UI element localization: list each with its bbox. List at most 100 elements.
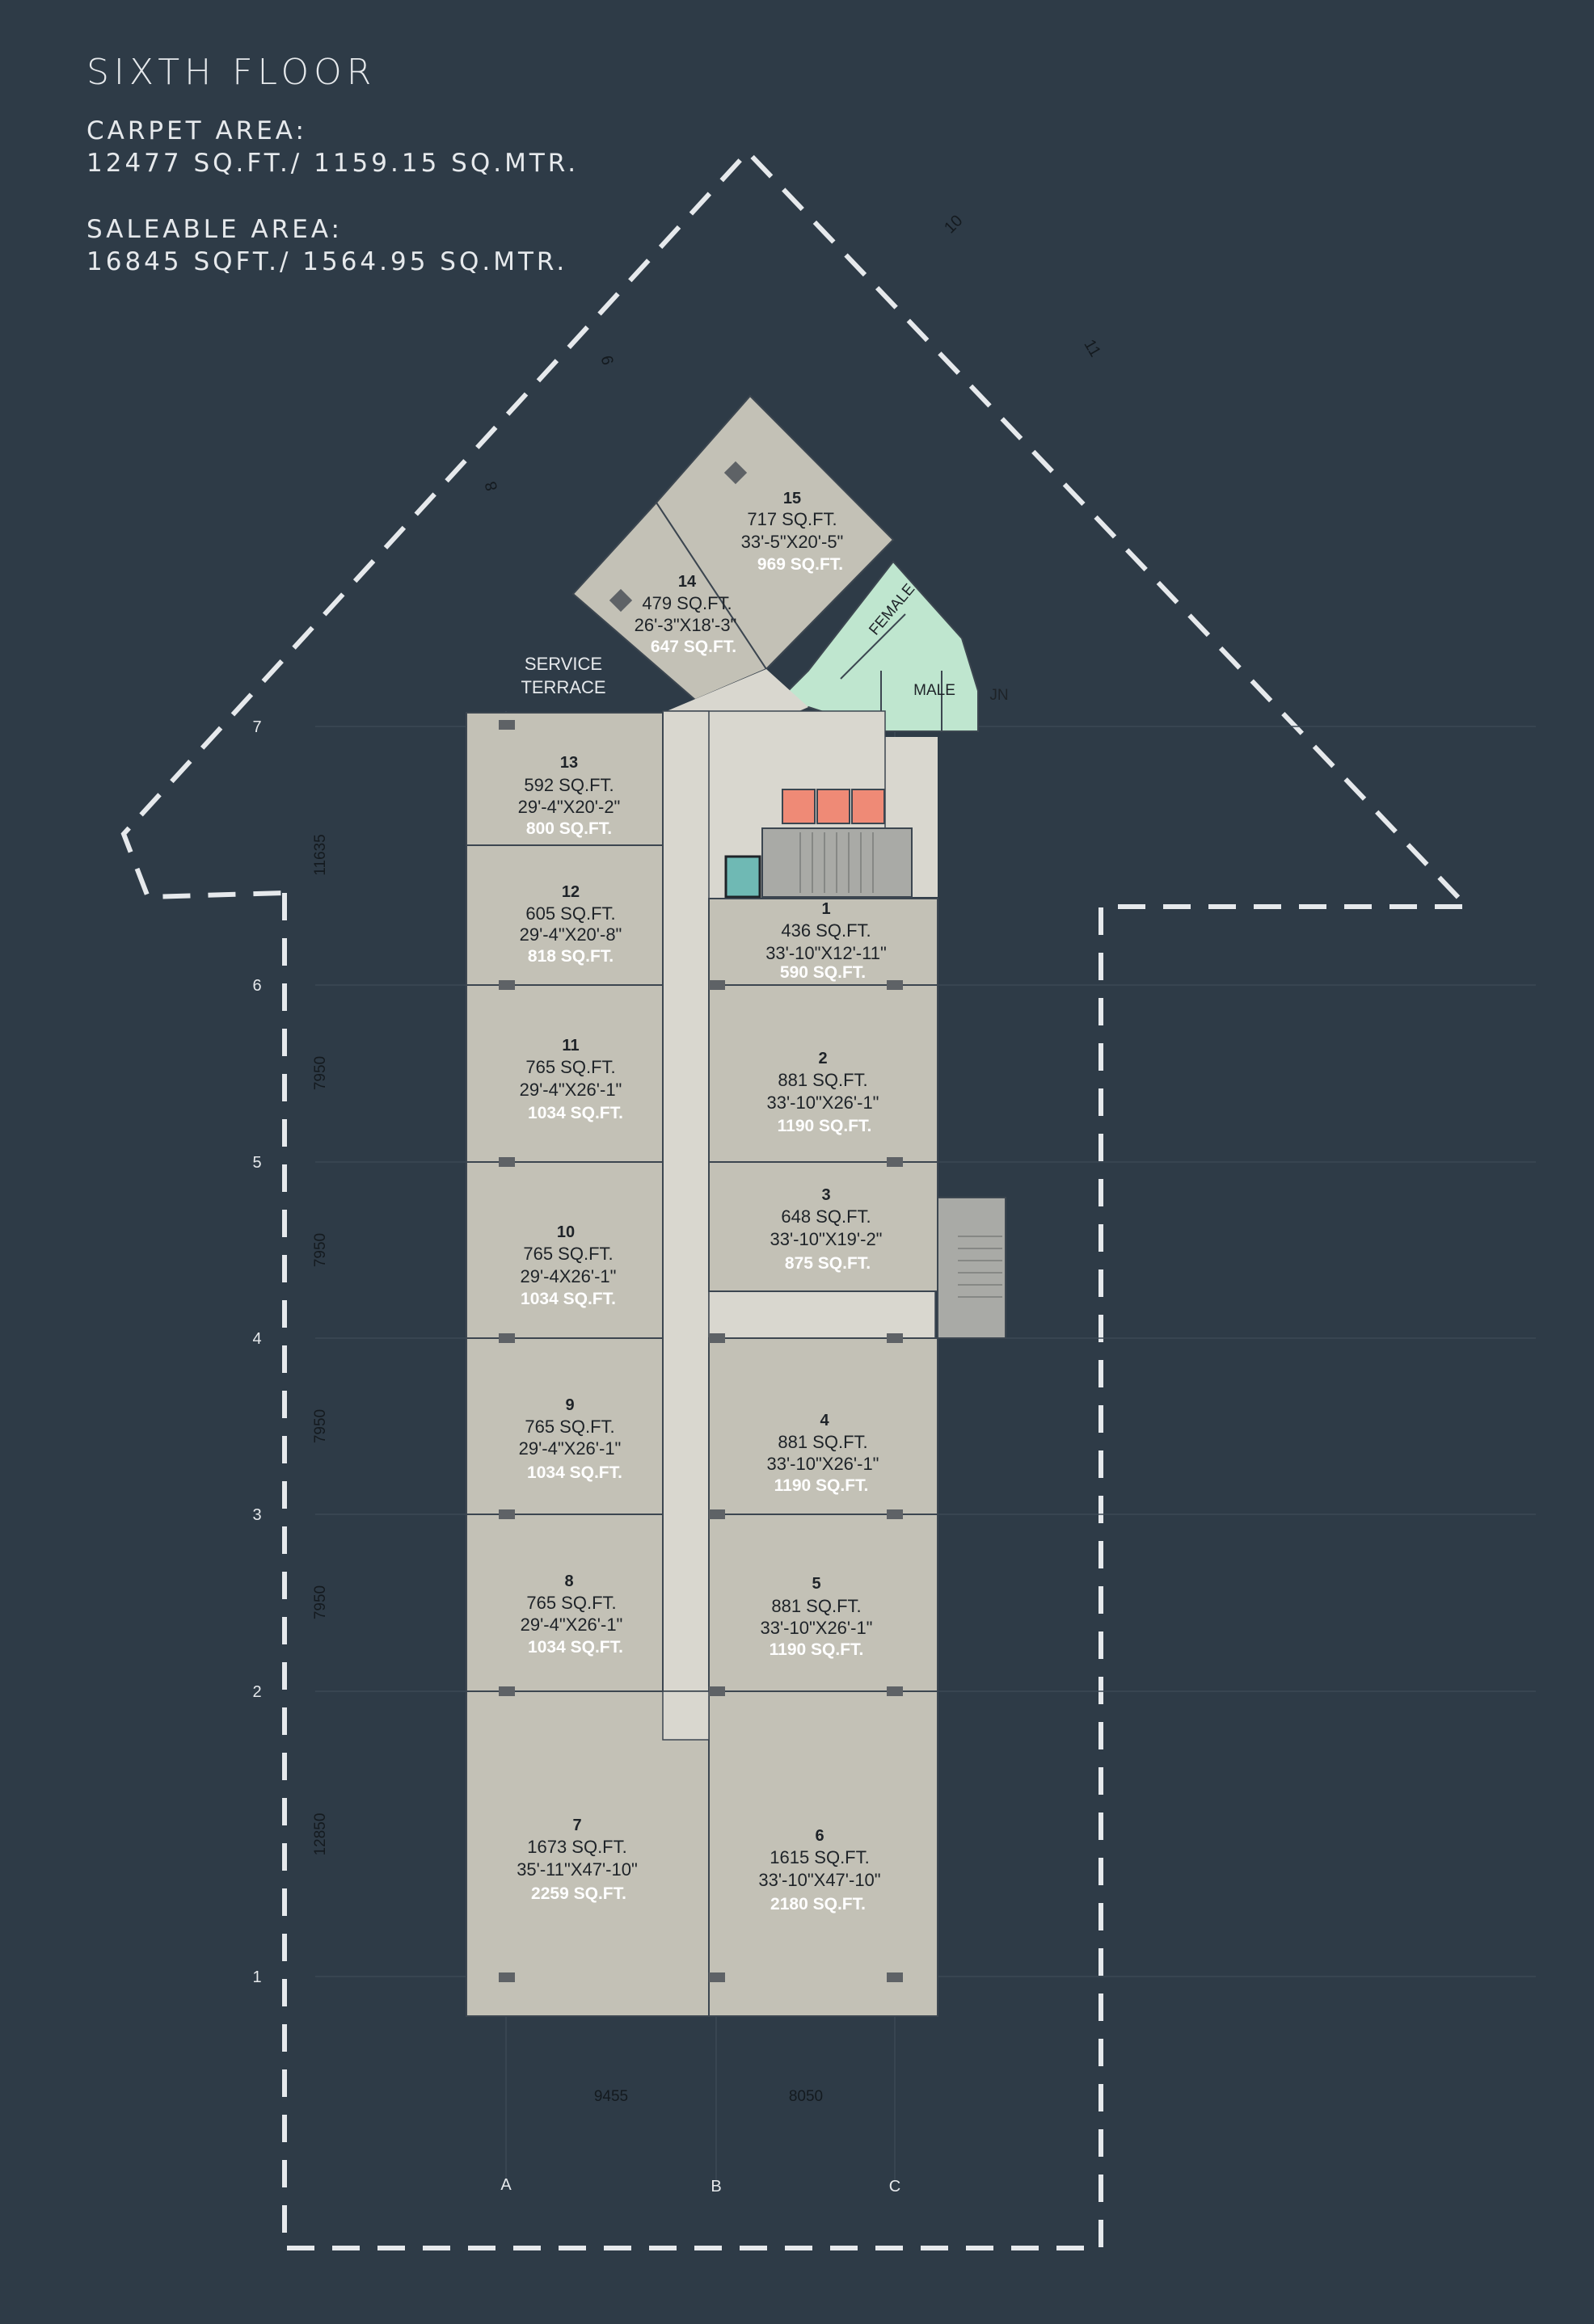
- unit-9-number: 9: [565, 1396, 574, 1414]
- lift-3: [851, 789, 885, 824]
- unit-9[interactable]: [466, 1337, 664, 1515]
- dim-row-2-1: 12850: [312, 1813, 329, 1856]
- unit-3-carpet: 648 SQ.FT.: [781, 1206, 871, 1227]
- unit-3-saleable: 875 SQ.FT.: [785, 1254, 871, 1273]
- unit-13-carpet: 592 SQ.FT.: [524, 775, 614, 795]
- unit-9-saleable: 1034 SQ.FT.: [527, 1463, 622, 1482]
- grid-row-5: 5: [252, 1154, 261, 1172]
- dim-row-5-4: 7950: [312, 1233, 329, 1267]
- unit-11-dims: 29'-4"X26'-1": [520, 1080, 622, 1100]
- unit-5-number: 5: [812, 1575, 820, 1593]
- unit-11[interactable]: [466, 984, 664, 1163]
- unit-5-dims: 33'-10"X26'-1": [761, 1618, 873, 1638]
- unit-8[interactable]: [466, 1514, 664, 1692]
- unit-7-saleable: 2259 SQ.FT.: [531, 1884, 626, 1903]
- grid-diag-11: 11: [1080, 337, 1103, 360]
- unit-5[interactable]: [708, 1514, 938, 1692]
- unit-10-dims: 29'-4X26'-1": [521, 1266, 617, 1286]
- unit-11-carpet: 765 SQ.FT.: [525, 1057, 615, 1077]
- unit-8-saleable: 1034 SQ.FT.: [528, 1638, 623, 1657]
- service-terrace-label-2: TERRACE: [521, 677, 605, 697]
- unit-1-carpet: 436 SQ.FT.: [781, 920, 871, 941]
- unit-9-dims: 29'-4"X26'-1": [519, 1438, 622, 1459]
- unit-1[interactable]: [708, 898, 938, 986]
- grid-row-7: 7: [252, 718, 261, 736]
- grid-diag-10: 10: [941, 212, 966, 237]
- unit-14-carpet: 479 SQ.FT.: [642, 593, 732, 613]
- unit-5-carpet: 881 SQ.FT.: [771, 1596, 861, 1616]
- unit-15-number: 15: [783, 490, 801, 507]
- unit-12-number: 12: [562, 883, 580, 901]
- unit-7-number: 7: [572, 1817, 581, 1834]
- unit-7[interactable]: [466, 1690, 710, 2017]
- unit-11-number: 11: [562, 1037, 579, 1055]
- unit-2-carpet: 881 SQ.FT.: [778, 1070, 867, 1090]
- grid-col-b: B: [711, 2178, 721, 2196]
- unit-4[interactable]: [708, 1337, 938, 1515]
- floor-title: SIXTH FLOOR: [86, 52, 377, 93]
- unit-6-dims: 33'-10"X47'-10": [758, 1870, 880, 1890]
- grid-row-6: 6: [252, 977, 261, 995]
- dim-row-6-5: 7950: [312, 1056, 329, 1090]
- dim-col-a-b: 9455: [594, 2088, 628, 2105]
- corridor-spine: [662, 710, 710, 1738]
- unit-15-carpet: 717 SQ.FT.: [747, 509, 837, 529]
- unit-10[interactable]: [466, 1161, 664, 1339]
- site-boundary: [120, 148, 1474, 2250]
- unit-8-number: 8: [564, 1572, 573, 1590]
- unit-14-saleable: 647 SQ.FT.: [651, 638, 736, 656]
- carpet-area-label: CARPET AREA:: [86, 116, 307, 145]
- grid-diag-8: 8: [482, 479, 501, 492]
- unit-2-saleable: 1190 SQ.FT.: [778, 1117, 872, 1135]
- corridor-connector: [708, 1290, 936, 1339]
- side-staircase: [937, 1197, 1006, 1339]
- unit-10-saleable: 1034 SQ.FT.: [521, 1290, 616, 1308]
- unit-12[interactable]: [466, 844, 664, 986]
- unit-2[interactable]: [708, 984, 938, 1163]
- unit-6-saleable: 2180 SQ.FT.: [770, 1895, 866, 1914]
- unit-8-dims: 29'-4"X26'-1": [521, 1615, 623, 1635]
- unit-4-dims: 33'-10"X26'-1": [767, 1454, 879, 1474]
- male-toilet-label: MALE: [913, 682, 955, 699]
- dim-row-4-3: 7950: [312, 1409, 329, 1443]
- unit-4-saleable: 1190 SQ.FT.: [774, 1476, 869, 1495]
- unit-2-number: 2: [818, 1050, 827, 1067]
- grid-col-a: A: [500, 2176, 512, 2194]
- grid-col-c: C: [889, 2178, 900, 2196]
- unit-12-carpet: 605 SQ.FT.: [525, 903, 615, 924]
- unit-10-number: 10: [557, 1223, 575, 1241]
- grid-row-4: 4: [252, 1330, 261, 1348]
- unit-7-dims: 35'-11"X47'-10": [517, 1859, 638, 1880]
- unit-6-carpet: 1615 SQ.FT.: [770, 1847, 870, 1867]
- unit-14-number: 14: [678, 573, 697, 591]
- unit-2-dims: 33'-10"X26'-1": [767, 1093, 879, 1113]
- unit-1-dims: 33'-10"X12'-11": [765, 943, 887, 963]
- unit-3[interactable]: [708, 1161, 938, 1292]
- unit-6[interactable]: [708, 1690, 938, 2017]
- unit-8-carpet: 765 SQ.FT.: [526, 1593, 616, 1613]
- shaft: [724, 855, 761, 899]
- unit-6-number: 6: [815, 1827, 824, 1845]
- unit-3-dims: 33'-10"X19'-2": [770, 1229, 883, 1249]
- jn-label: JN: [989, 687, 1008, 704]
- unit-13-number: 13: [560, 754, 578, 772]
- unit-13[interactable]: [466, 712, 664, 846]
- saleable-area-label: SALEABLE AREA:: [86, 215, 343, 244]
- dim-row-7-6: 11635: [312, 834, 329, 875]
- grid-row-3: 3: [252, 1506, 261, 1524]
- unit-15-dims: 33'-5"X20'-5": [741, 532, 844, 552]
- unit-7-carpet: 1673 SQ.FT.: [527, 1837, 627, 1857]
- dim-col-b-c: 8050: [789, 2088, 823, 2105]
- unit-9-carpet: 765 SQ.FT.: [525, 1417, 614, 1437]
- unit-13-saleable: 800 SQ.FT.: [526, 819, 612, 838]
- unit-1-number: 1: [821, 900, 830, 918]
- saleable-area-value: 16845 SQFT./ 1564.95 SQ.MTR.: [86, 247, 568, 276]
- unit-4-carpet: 881 SQ.FT.: [778, 1432, 867, 1452]
- grid-diag-9: 9: [598, 353, 618, 366]
- unit-12-dims: 29'-4"X20'-8": [520, 924, 622, 945]
- grid-row-1: 1: [252, 1968, 261, 1986]
- corridor-end: [662, 1690, 710, 1741]
- unit-12-saleable: 818 SQ.FT.: [528, 947, 614, 966]
- lift-1: [782, 789, 816, 824]
